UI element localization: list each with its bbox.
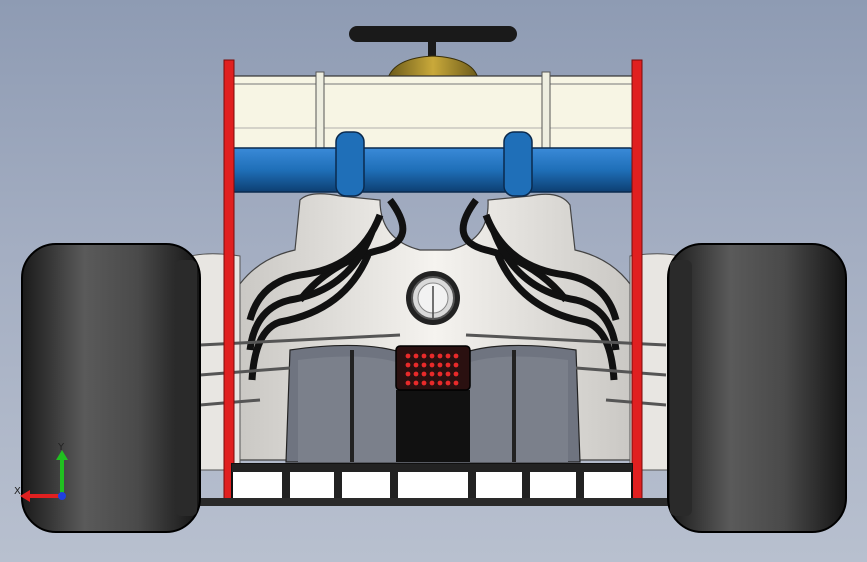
rain-light (395, 345, 471, 391)
rear-wing (229, 71, 635, 153)
halo-mirror (349, 26, 517, 79)
exhaust-pipe (406, 271, 460, 325)
coordinate-triad: Y X (14, 440, 74, 506)
rear-right-tyre (667, 243, 847, 533)
x-axis-label: X (14, 486, 21, 497)
diffuser (285, 344, 581, 463)
floor-plank (192, 463, 674, 506)
y-axis-label: Y (58, 442, 65, 453)
z-axis-icon (58, 492, 66, 500)
diffuser-fins (246, 197, 620, 381)
beam-wing (229, 131, 635, 197)
